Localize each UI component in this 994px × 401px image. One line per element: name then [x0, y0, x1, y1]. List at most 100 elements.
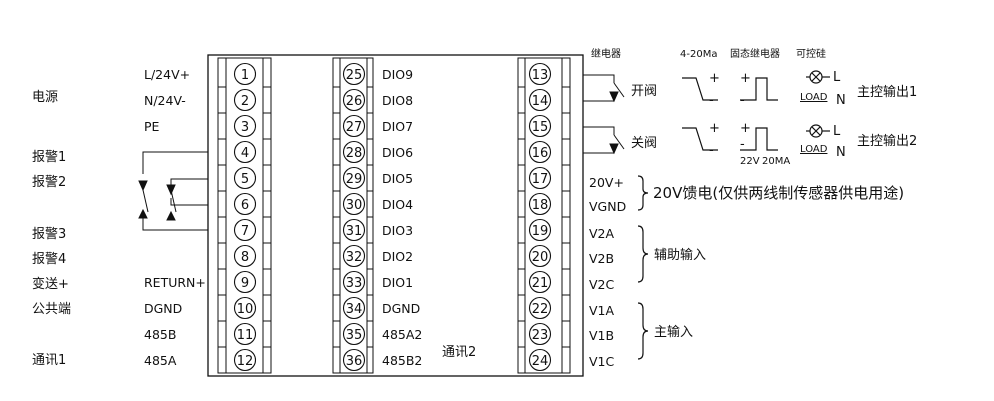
- terminal-14-circle: [528, 88, 552, 112]
- legend-ma: 4-20Ma: [680, 49, 717, 60]
- terminal-34: 34: [346, 302, 363, 317]
- left-signal-2: N/24V-: [144, 93, 186, 108]
- sig-v1b: V1B: [589, 328, 614, 343]
- terminal-13-circle: [528, 62, 552, 86]
- terminal-21: 21: [532, 276, 549, 291]
- label-power: 电源: [32, 90, 58, 105]
- mid-signal-5: DIO5: [382, 171, 413, 186]
- label-close-valve: 关阀: [631, 136, 657, 151]
- output-symbols: [682, 70, 830, 151]
- alarm-relay-symbol: [138, 151, 208, 231]
- label-alarm3: 报警3: [32, 226, 66, 242]
- label-open-valve: 开阀: [631, 84, 657, 99]
- terminal-25-circle: [342, 62, 366, 86]
- device-frame: [207, 54, 584, 377]
- terminal-15: 15: [532, 120, 549, 135]
- terminal-14: 14: [532, 94, 549, 109]
- terminal-9-circle: [233, 270, 257, 294]
- terminal-6-circle: [233, 192, 257, 216]
- sig-v1a: V1A: [589, 303, 615, 318]
- terminal-26: 26: [346, 94, 363, 109]
- mid-signal-6: DIO4: [382, 197, 413, 212]
- terminal-32-circle: [342, 244, 366, 268]
- left-signal-10: DGND: [144, 301, 182, 316]
- left-signal-12: 485A: [144, 353, 177, 368]
- terminal-34-circle: [342, 296, 366, 320]
- terminal-22-circle: [528, 296, 552, 320]
- sym1-l: L: [833, 70, 841, 85]
- terminal-29-circle: [342, 166, 366, 190]
- sym1-minus: -: [709, 93, 714, 108]
- terminal-1: 1: [241, 68, 249, 83]
- terminal-7-circle: [233, 218, 257, 242]
- terminal-30: 30: [346, 198, 363, 213]
- terminal-18: 18: [532, 198, 549, 213]
- sig-20v: 20V+: [589, 175, 624, 190]
- label-out1: 主控输出1: [857, 84, 917, 100]
- terminal-33: 33: [346, 276, 363, 291]
- terminal-31-circle: [342, 218, 366, 242]
- sig-vgnd: VGND: [589, 199, 626, 214]
- terminal-10: 10: [237, 302, 254, 317]
- sym2b-plus: +: [740, 121, 751, 136]
- terminal-18-circle: [528, 192, 552, 216]
- terminal-17: 17: [532, 172, 549, 187]
- label-out2: 主控输出2: [857, 133, 917, 149]
- terminal-23: 23: [532, 328, 549, 343]
- terminal-2: 2: [241, 94, 249, 109]
- label-main-input: 主输入: [654, 324, 693, 340]
- terminal-16: 16: [532, 146, 549, 161]
- terminal-16-circle: [528, 140, 552, 164]
- sym2-plus: +: [709, 121, 720, 136]
- label-transmit: 变送+: [32, 276, 69, 292]
- terminal-9: 9: [241, 276, 249, 291]
- terminal-17-circle: [528, 166, 552, 190]
- label-comm1: 通讯1: [32, 353, 66, 368]
- sym2-load: LOAD: [800, 144, 828, 155]
- terminal-4-circle: [233, 140, 257, 164]
- mid-signal-2: DIO8: [382, 93, 413, 108]
- terminal-12: 12: [237, 354, 254, 369]
- strip-right: [517, 57, 571, 374]
- terminal-29: 29: [346, 172, 363, 187]
- terminal-24-circle: [528, 348, 552, 372]
- terminal-28: 28: [346, 146, 363, 161]
- terminal-36: 36: [346, 354, 363, 369]
- label-comm2: 通讯2: [442, 345, 476, 360]
- terminal-25: 25: [346, 68, 363, 83]
- sym2-n: N: [836, 145, 846, 160]
- mid-signal-10: DGND: [382, 301, 420, 316]
- terminal-8: 8: [241, 250, 249, 265]
- label-alarm1: 报警1: [32, 149, 66, 165]
- terminal-20: 20: [532, 250, 549, 265]
- terminal-21-circle: [528, 270, 552, 294]
- valve-relay-symbols: [583, 74, 625, 155]
- left-signal-3: PE: [144, 119, 160, 134]
- sym1b-minus: -: [740, 93, 745, 108]
- terminal-24: 24: [532, 354, 549, 369]
- sig-v2c: V2C: [589, 277, 615, 292]
- legend-ssr: 固态继电器: [730, 47, 780, 60]
- terminal-8-circle: [233, 244, 257, 268]
- sig-v2b: V2B: [589, 251, 614, 266]
- terminal-6: 6: [241, 198, 249, 213]
- left-signal-1: L/24V+: [144, 67, 190, 82]
- mid-signal-4: DIO6: [382, 145, 413, 160]
- terminal-5: 5: [241, 172, 249, 187]
- terminal-32: 32: [346, 250, 363, 265]
- sym2-minus: -: [709, 143, 714, 158]
- terminal-27: 27: [346, 120, 363, 135]
- terminal-36-circle: [342, 348, 366, 372]
- legend-relay: 继电器: [591, 47, 621, 60]
- sym2-l: L: [833, 124, 841, 139]
- left-signal-11: 485B: [144, 327, 176, 342]
- sym2b-minus: -: [740, 137, 745, 152]
- mid-signal-1: DIO9: [382, 67, 413, 82]
- terminal-23-circle: [528, 322, 552, 346]
- sig-v2a: V2A: [589, 226, 615, 241]
- label-alarm4: 报警4: [32, 251, 66, 267]
- sig-v1c: V1C: [589, 354, 615, 369]
- terminal-7: 7: [241, 224, 249, 239]
- label-alarm2: 报警2: [32, 174, 66, 190]
